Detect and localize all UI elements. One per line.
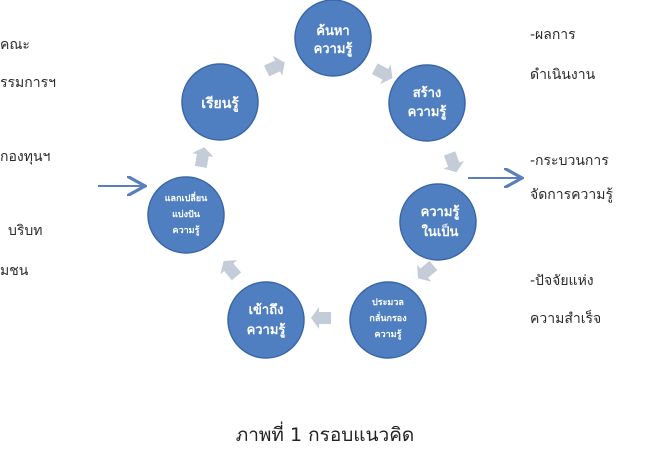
cycle-arrow-5: [311, 307, 331, 329]
node-access: เข้าถึง ความรู้: [227, 281, 305, 359]
left-label-5: มชน: [0, 263, 29, 279]
right-label-4: จัดการความรู้: [530, 187, 613, 203]
left-label-3: กองทุนฯ: [0, 149, 51, 165]
node-share-circle: [147, 176, 225, 254]
right-label-3: -กระบวนการ: [530, 153, 609, 169]
node-create-circle: [388, 64, 466, 142]
node-organize-line-2: ในเป็น: [422, 222, 459, 240]
node-codify-line-1: ประมวล: [372, 297, 404, 308]
node-learn-line-1: เรียนรู้: [201, 96, 239, 112]
cycle-arrow-6: [220, 260, 242, 281]
node-access-line-1: เข้าถึง: [249, 302, 284, 318]
left-label-4: บริบท: [8, 223, 43, 239]
cycle-arrow-4: [417, 260, 438, 282]
node-access-circle: [227, 281, 305, 359]
node-organize: ความรู้ ในเป็น: [399, 183, 477, 261]
node-learn-circle: [181, 63, 259, 141]
node-share-line-3: ความรู้: [173, 225, 200, 236]
node-organize-circle: [399, 183, 477, 261]
right-label-1: -ผลการ: [530, 27, 576, 43]
node-codify-line-2: กลั่นกรอง: [369, 311, 406, 324]
node-search: ค้นหา ความรู้: [294, 0, 372, 77]
cycle-arrow-1: [264, 55, 285, 77]
node-learn: เรียนรู้: [181, 63, 259, 141]
cycle-arrow-7: [192, 147, 214, 168]
node-search-circle: [294, 0, 372, 77]
node-share-line-2: แบ่งปัน: [172, 209, 201, 220]
node-share: แลกเปลี่ยน แบ่งปัน ความรู้: [147, 176, 225, 254]
node-create-line-2: ความรู้: [408, 104, 447, 120]
node-codify-circle: [349, 281, 427, 359]
node-share-line-1: แลกเปลี่ยน: [165, 191, 208, 204]
node-create: สร้าง ความรู้: [388, 64, 466, 142]
figure-caption: ภาพที่ 1 กรอบแนวคิด: [235, 424, 415, 446]
node-search-line-2: ความรู้: [314, 41, 353, 57]
node-codify: ประมวล กลั่นกรอง ความรู้: [349, 281, 427, 359]
cycle-arrow-3: [443, 151, 465, 173]
node-create-line-1: สร้าง: [413, 85, 442, 101]
left-label-2: รรมการฯ: [0, 75, 56, 91]
right-label-2: ดำเนินงาน: [530, 67, 596, 83]
node-organize-line-1: ความรู้: [421, 204, 460, 220]
node-search-line-1: ค้นหา: [316, 23, 349, 39]
right-label-5: -ปัจจัยแห่ง: [530, 273, 594, 289]
cycle-arrow-2: [372, 63, 393, 85]
right-label-6: ความสำเร็จ: [530, 311, 602, 327]
node-codify-line-3: ความรู้: [375, 329, 402, 340]
left-label-1: คณะ: [0, 37, 30, 53]
node-access-line-2: ความรู้: [247, 322, 286, 338]
